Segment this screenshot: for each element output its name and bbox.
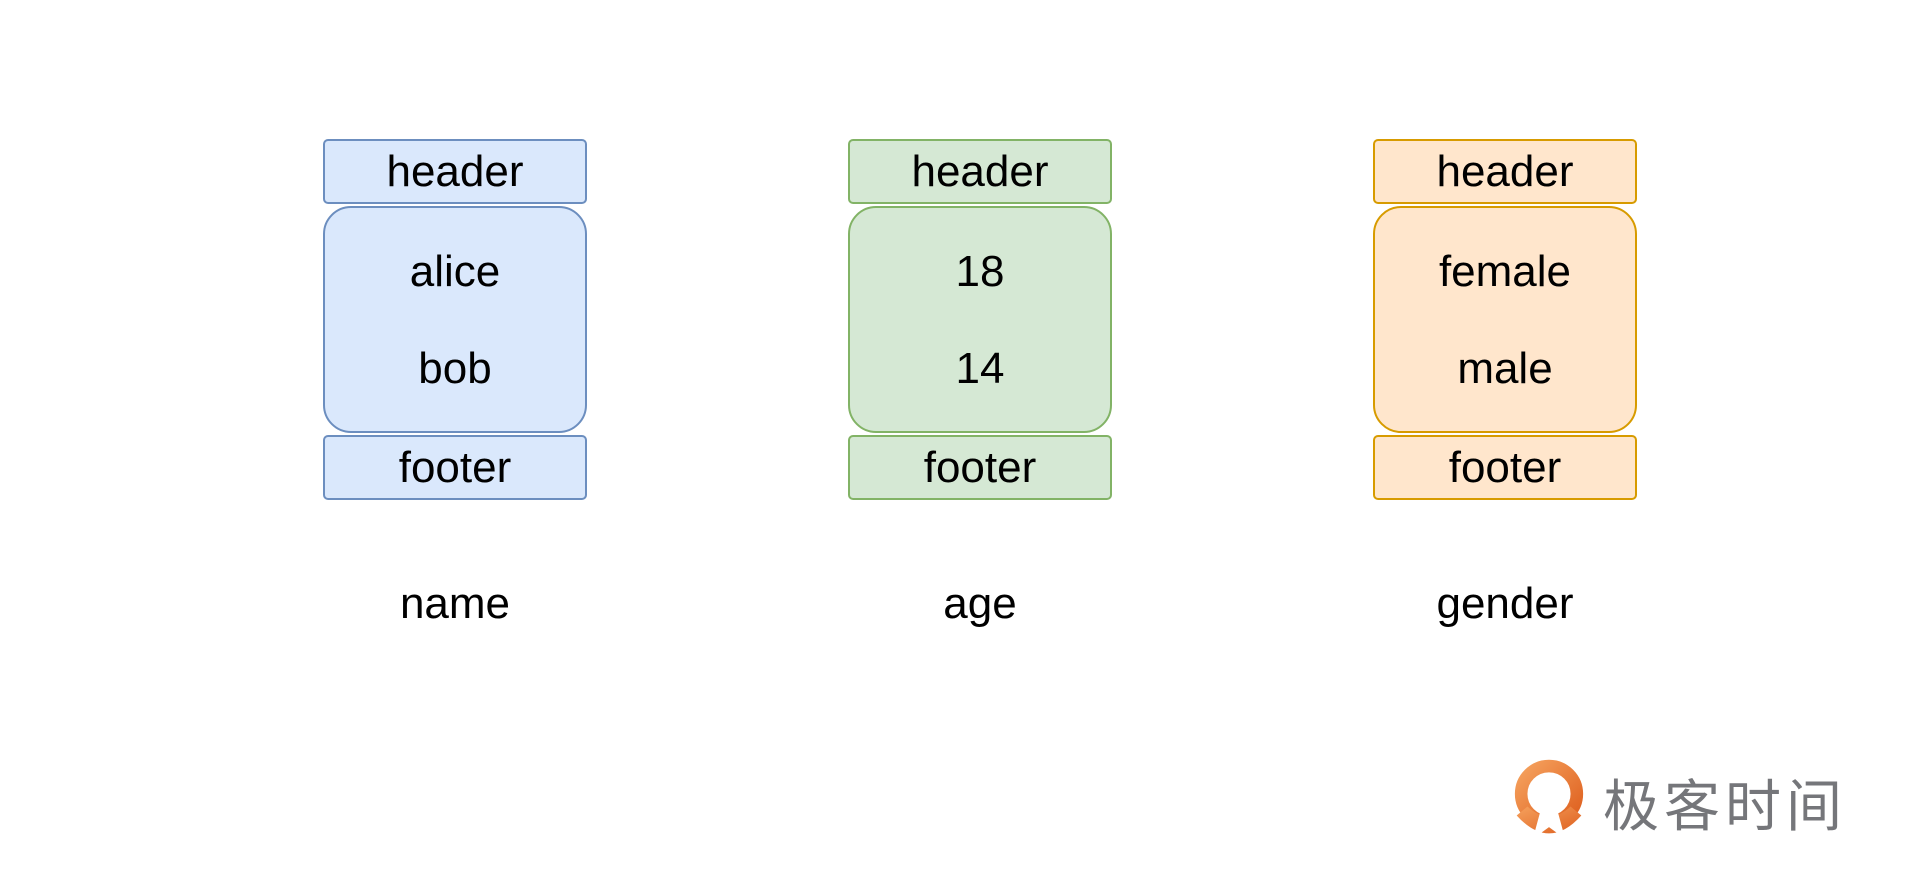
age-value: 14 bbox=[955, 343, 1005, 393]
age-header-label: header bbox=[911, 146, 1049, 196]
name-header-box: header bbox=[323, 139, 587, 204]
column-age: header 18 14 footer age bbox=[848, 139, 1112, 669]
name-value: alice bbox=[409, 246, 501, 296]
age-footer-box: footer bbox=[848, 435, 1112, 500]
age-body-box: 18 14 bbox=[848, 206, 1112, 433]
gender-value: female bbox=[1438, 246, 1572, 296]
name-footer-box: footer bbox=[323, 435, 587, 500]
gender-header-box: header bbox=[1373, 139, 1637, 204]
gender-header-label: header bbox=[1436, 146, 1574, 196]
gender-body-box: female male bbox=[1373, 206, 1637, 433]
age-footer-label: footer bbox=[923, 442, 1037, 492]
name-body-box: alice bob bbox=[323, 206, 587, 433]
column-gender: header female male footer gender bbox=[1373, 139, 1637, 669]
column-label-gender: gender bbox=[1436, 579, 1574, 628]
name-footer-label: footer bbox=[398, 442, 512, 492]
column-label-age: age bbox=[943, 579, 1017, 628]
gender-value: male bbox=[1457, 343, 1553, 393]
age-header-box: header bbox=[848, 139, 1112, 204]
name-value: bob bbox=[418, 343, 492, 393]
age-value: 18 bbox=[955, 246, 1005, 296]
name-header-label: header bbox=[386, 146, 524, 196]
column-name: header alice bob footer name bbox=[323, 139, 587, 669]
gender-footer-label: footer bbox=[1448, 442, 1562, 492]
geektime-logo-text: 极客时间 bbox=[1603, 774, 1847, 838]
column-label-name: name bbox=[399, 579, 511, 628]
geektime-logo: 极客时间 bbox=[1513, 758, 1847, 846]
geektime-logo-icon bbox=[1514, 759, 1584, 839]
gender-footer-box: footer bbox=[1373, 435, 1637, 500]
